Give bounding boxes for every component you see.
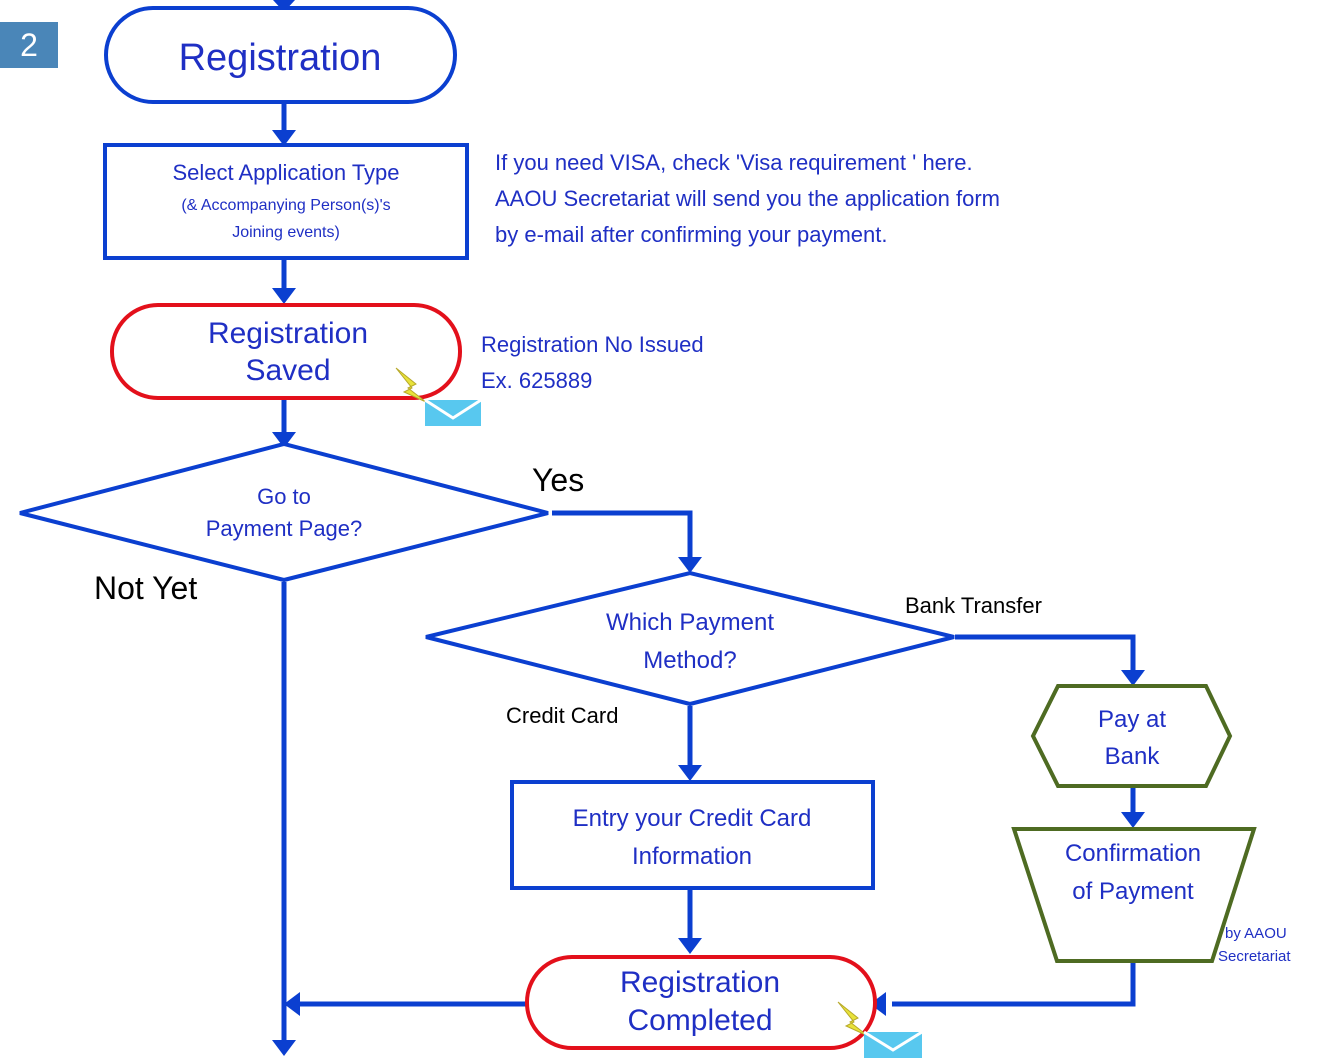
arrowhead — [870, 992, 886, 1016]
arrowhead — [272, 1040, 296, 1056]
visa-note-line-2: AAOU Secretariat will send you the appli… — [495, 186, 1000, 211]
visa-note-line-3: by e-mail after confirming your payment. — [495, 222, 888, 247]
registration-number-note: Registration No Issued Ex. 625889 — [481, 332, 704, 393]
arrowhead — [272, 432, 296, 448]
arrowhead — [1121, 670, 1145, 686]
registration-completed-line-2: Completed — [627, 1004, 772, 1037]
arrowhead — [1121, 812, 1145, 828]
edge-yes — [552, 510, 693, 564]
registration-completed-line-1: Registration — [620, 966, 780, 999]
by-aaou-note: by AAOU Secretariat — [1218, 925, 1291, 965]
step-number-badge: 2 — [0, 22, 58, 68]
confirmation-of-payment-node: Confirmation of Payment — [1011, 827, 1257, 963]
registration-saved-node: Registration Saved — [110, 303, 462, 400]
arrowhead — [678, 765, 702, 781]
by-aaou-line-1: by AAOU — [1225, 925, 1287, 942]
edge-confirm-to-completed — [892, 962, 1136, 1007]
which-method-line-1: Which Payment — [606, 609, 774, 636]
select-app-type-line-2: (& Accompanying Person(s)'s — [181, 197, 390, 214]
email-notification-icon — [837, 1001, 923, 1058]
yes-label: Yes — [532, 462, 584, 498]
pay-at-bank-node: Pay at Bank — [1030, 684, 1233, 788]
arrowhead — [678, 557, 702, 573]
reg-no-line-2: Ex. 625889 — [481, 368, 592, 393]
arrowhead — [272, 288, 296, 304]
registration-saved-line-2: Saved — [245, 354, 330, 387]
select-app-type-line-1: Select Application Type — [172, 160, 399, 185]
go-to-payment-line-2: Payment Page? — [206, 516, 363, 541]
visa-note-line-1: If you need VISA, check 'Visa requiremen… — [495, 150, 973, 175]
pay-at-bank-line-1: Pay at — [1098, 706, 1166, 733]
arrowheads — [272, 0, 1145, 1056]
registration-node: Registration — [104, 6, 457, 104]
registration-completed-node: Registration Completed — [525, 955, 877, 1050]
credit-card-entry-line-2: Information — [632, 843, 752, 870]
credit-card-entry-line-1: Entry your Credit Card — [573, 805, 812, 832]
email-notification-icon — [395, 367, 482, 426]
not-yet-label: Not Yet — [94, 570, 197, 606]
by-aaou-line-2: Secretariat — [1218, 948, 1291, 965]
reg-no-line-1: Registration No Issued — [481, 332, 704, 357]
go-to-payment-decision: Go to Payment Page? — [19, 441, 549, 583]
credit-card-label: Credit Card — [506, 703, 618, 728]
arrowhead — [678, 938, 702, 954]
select-application-type-node: Select Application Type (& Accompanying … — [103, 143, 469, 260]
go-to-payment-line-1: Go to — [257, 484, 311, 509]
edge-bank-transfer — [955, 634, 1136, 678]
credit-card-entry-node: Entry your Credit Card Information — [510, 780, 875, 890]
bank-transfer-label: Bank Transfer — [905, 593, 1042, 618]
which-method-line-2: Method? — [643, 647, 736, 674]
registration-saved-line-1: Registration — [208, 317, 368, 350]
select-app-type-line-3: Joining events) — [232, 224, 340, 241]
pay-at-bank-line-2: Bank — [1105, 743, 1161, 770]
arrowhead — [272, 130, 296, 146]
arrowhead — [284, 992, 300, 1016]
visa-note: If you need VISA, check 'Visa requiremen… — [495, 150, 1000, 247]
confirmation-line-2: of Payment — [1072, 878, 1194, 905]
confirmation-line-1: Confirmation — [1065, 840, 1201, 867]
which-payment-method-decision: Which Payment Method? — [425, 570, 955, 707]
registration-label: Registration — [179, 37, 382, 79]
